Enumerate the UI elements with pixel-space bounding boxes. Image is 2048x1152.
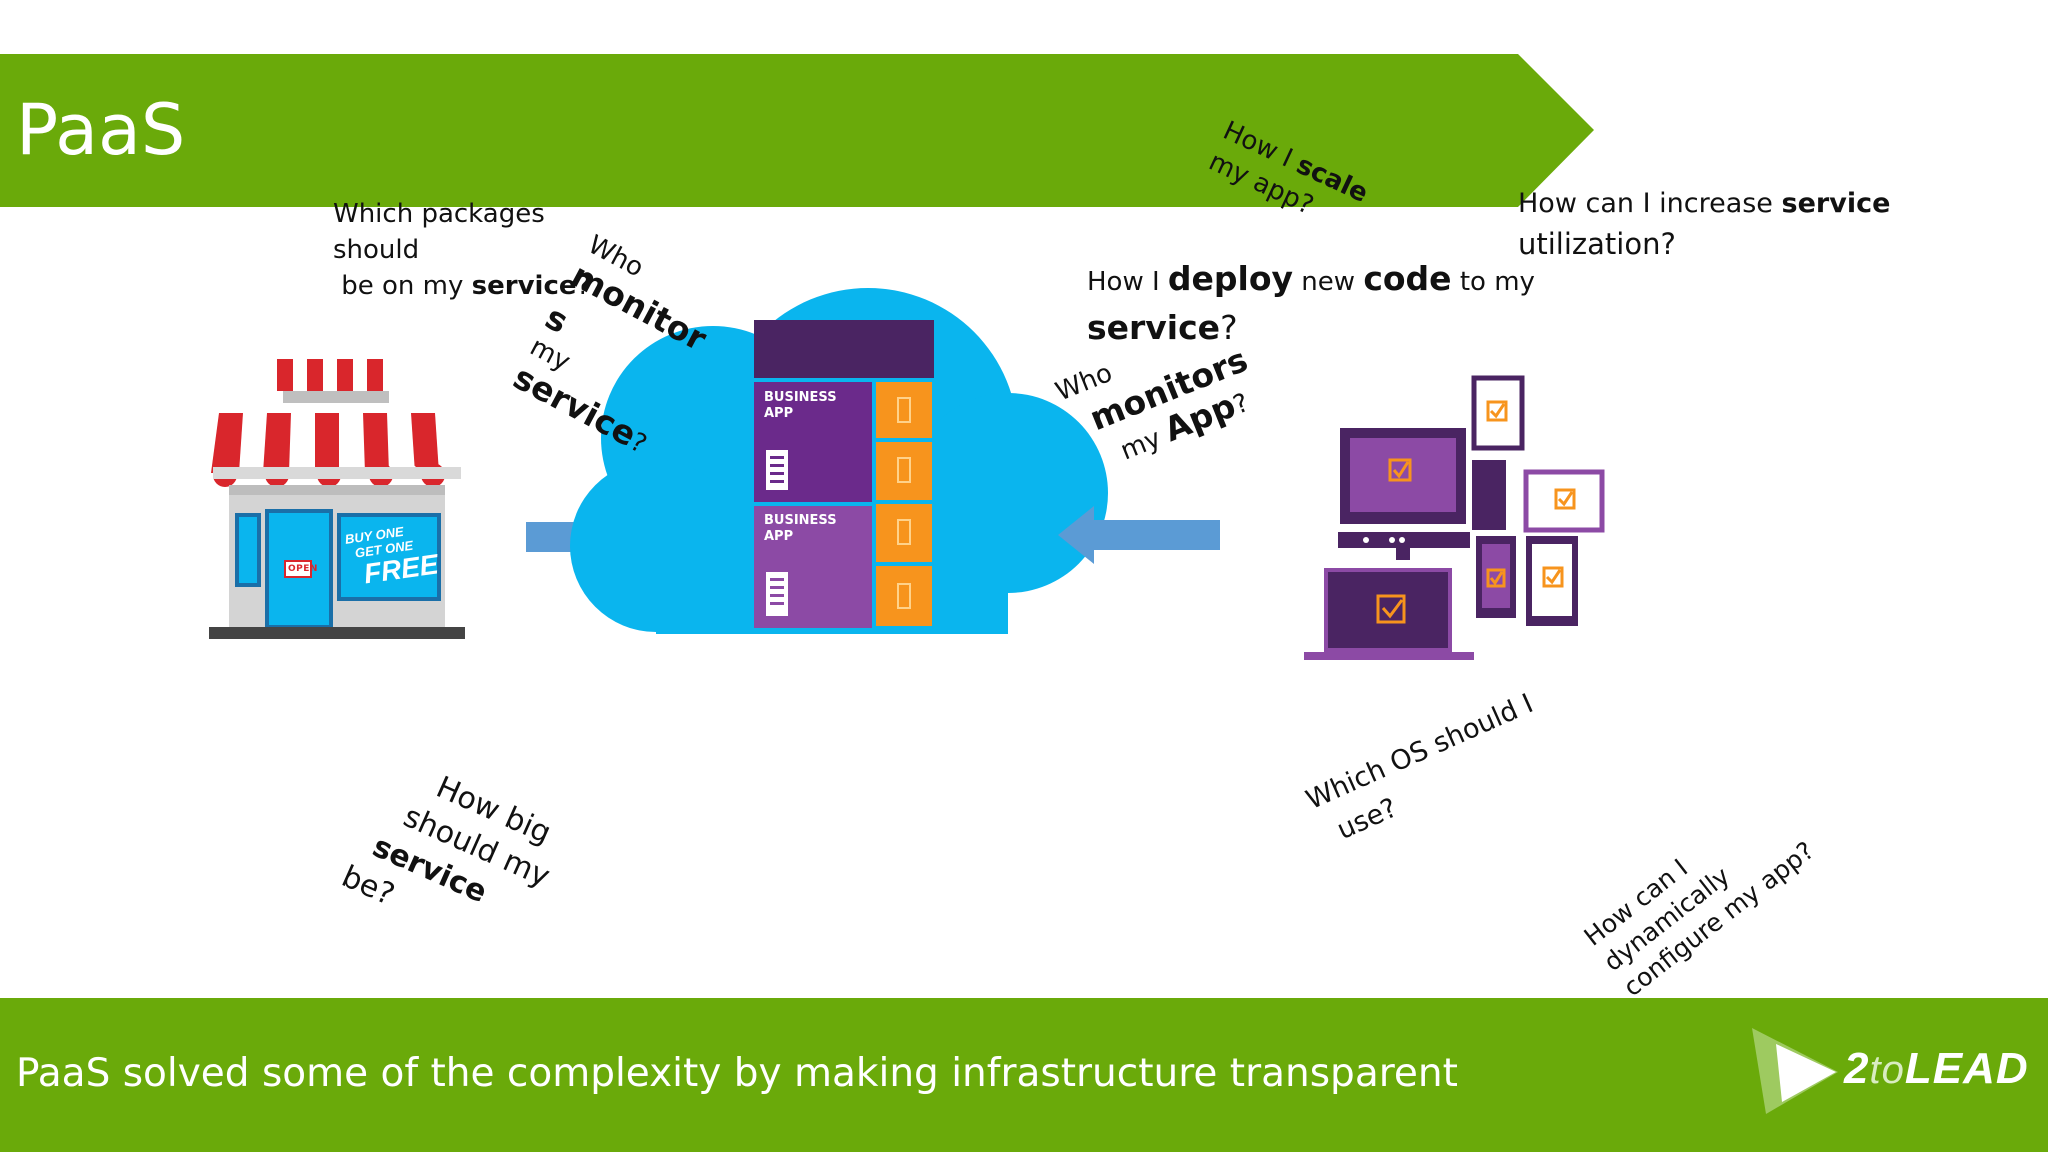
deploy-line-1a: How I: [1087, 267, 1168, 297]
logo: 2toLEAD: [1748, 1026, 2038, 1116]
question-utilization: How can I increase service utilization?: [1518, 184, 1890, 264]
deploy-line-1e: to my: [1451, 267, 1535, 297]
logo-num: 2: [1844, 1044, 1870, 1093]
packages-line-3c: ?: [576, 271, 591, 301]
deploy-line-1d: code: [1363, 259, 1452, 298]
packages-line-3b: service: [471, 271, 577, 301]
question-os: Which OS should I use?: [1300, 684, 1556, 857]
page-title: PaaS: [16, 89, 186, 171]
logo-wordmark: 2toLEAD: [1844, 1044, 2029, 1094]
title-banner: [0, 54, 1594, 207]
deploy-line-1b: deploy: [1167, 259, 1294, 298]
footer-caption: PaaS solved some of the complexity by ma…: [16, 1051, 1458, 1096]
storefront-illustration: [209, 359, 465, 639]
deploy-line-1c: new: [1293, 267, 1364, 297]
packages-line-2: should: [333, 235, 420, 265]
tower-label-1a: BUSINESS: [764, 390, 837, 405]
utilization-line-1b: service: [1781, 188, 1891, 219]
utilization-line-1a: How can I increase: [1518, 188, 1782, 219]
deploy-line-2b: ?: [1220, 308, 1238, 347]
tower-label-1b: APP: [764, 406, 794, 421]
question-deploy: How I deploy new code to my service?: [1087, 256, 1535, 354]
store-open-sign: OPEN: [288, 564, 318, 574]
logo-to: to: [1869, 1048, 1905, 1092]
question-configure: How can I dynamically configure my app?: [1578, 785, 1821, 1004]
logo-lead: LEAD: [1904, 1044, 2029, 1093]
devices-illustration: [1304, 375, 1605, 660]
play-triangle-icon: [1752, 1028, 1838, 1114]
cloud-platform-illustration: [570, 288, 1108, 634]
utilization-line-2: utilization?: [1518, 227, 1676, 261]
packages-line-3a: be on my: [333, 271, 472, 301]
deploy-line-2a: service: [1087, 308, 1221, 347]
tower-label-2a: BUSINESS: [764, 513, 837, 528]
question-packages: Which packages should be on my service?: [333, 196, 590, 304]
packages-line-1: Which packages: [333, 199, 545, 229]
footer-bar: [0, 998, 2048, 1152]
question-how-big: How big should my service be?: [336, 768, 572, 970]
tower-label-1: BUSINESS APP: [764, 390, 837, 422]
arrow-left-icon: [1058, 506, 1220, 564]
tower-label-2: BUSINESS APP: [764, 513, 837, 545]
store-promo-sign: BUY ONE GET ONE FREE: [344, 520, 440, 592]
tower-label-2b: APP: [764, 529, 794, 544]
